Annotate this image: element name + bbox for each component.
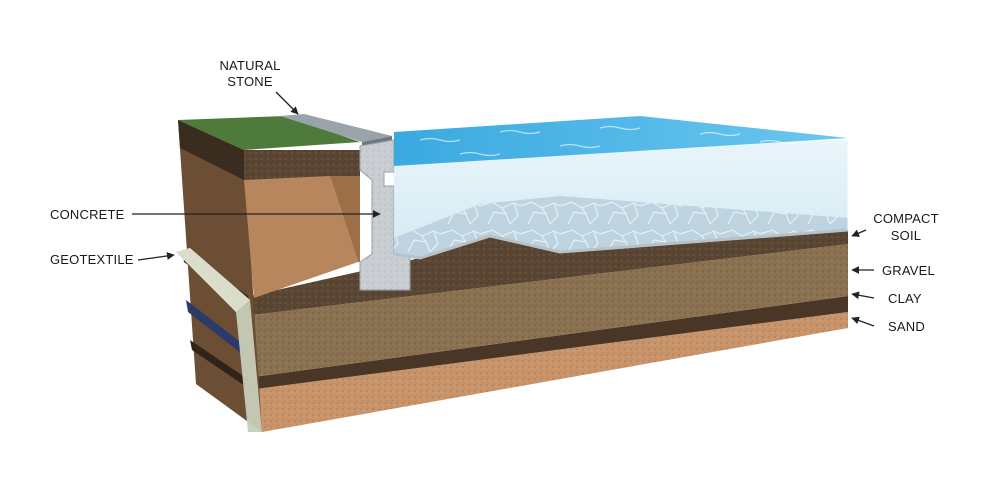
gravel-label: GRAVEL — [882, 263, 935, 278]
compact-soil-label-line2: SOIL — [891, 228, 921, 243]
natural-stone-label-line2: STONE — [227, 74, 273, 89]
grass-surface — [178, 116, 360, 150]
clay-layer — [246, 296, 848, 390]
pond-liner — [393, 228, 849, 260]
compact-soil-leader — [851, 229, 867, 237]
natural-stone-leader — [275, 91, 299, 115]
sand-leader — [851, 316, 875, 327]
geotextile-leader — [137, 252, 175, 261]
water-surface — [394, 116, 848, 166]
geotextile-label: GEOTEXTILE — [50, 252, 134, 267]
sand-label: SAND — [888, 319, 925, 334]
compact-soil-label-line1: COMPACT — [873, 211, 938, 226]
natural-stone-edging — [280, 114, 392, 142]
concrete-label: CONCRETE — [50, 207, 125, 222]
natural-stone-label-line1: NATURAL — [219, 58, 280, 73]
pond-floor — [394, 196, 848, 258]
subsoil-block — [244, 176, 358, 298]
clay-label: CLAY — [888, 291, 922, 306]
clay-leader — [851, 291, 875, 300]
